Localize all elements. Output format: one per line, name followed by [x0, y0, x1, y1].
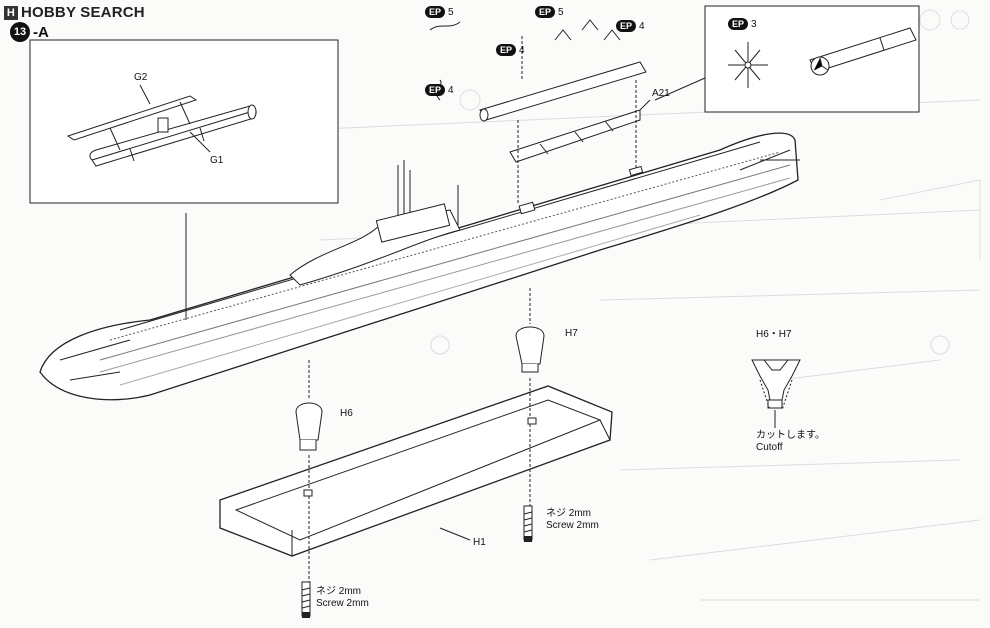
- part-label-h7: H7: [565, 328, 578, 339]
- watermark-logo: H HOBBY SEARCH: [4, 4, 145, 21]
- screws: [301, 505, 533, 618]
- ep-callout: EP 3: [728, 18, 757, 30]
- step-number: 13: [10, 22, 30, 42]
- part-label-h6: H6: [340, 408, 353, 419]
- brand-name: HOBBY SEARCH: [21, 4, 145, 21]
- ep-callout: EP 4: [496, 44, 525, 56]
- submarine-hull: [39, 132, 800, 401]
- brand-mark-icon: H: [4, 5, 18, 20]
- cutoff-label: カットします。 Cutoff: [756, 430, 825, 453]
- step-indicator: 13 -A: [10, 22, 49, 42]
- stand-pillars: [295, 288, 545, 586]
- ep-callout: EP 5: [425, 6, 454, 18]
- inset-ep3-detail: [654, 5, 920, 113]
- screw-label: ネジ 2mm Screw 2mm: [546, 508, 599, 531]
- inset-g-assembly: [29, 39, 339, 204]
- screw-label: ネジ 2mm Screw 2mm: [316, 586, 369, 609]
- part-label-a21: A21: [652, 88, 670, 99]
- part-label-g1: G1: [210, 155, 224, 166]
- step-suffix: -A: [33, 23, 49, 41]
- part-label-g2: G2: [134, 72, 148, 83]
- cutoff-detail: [751, 359, 801, 428]
- stand-base: [219, 385, 613, 557]
- part-label-h1: H1: [473, 537, 486, 548]
- ep-callout: EP 5: [535, 6, 564, 18]
- ep-callout: EP 4: [616, 20, 645, 32]
- part-label-h6-h7: H6・H7: [756, 329, 792, 340]
- ep-callout: EP 4: [425, 84, 454, 96]
- deck-parts: [429, 19, 651, 205]
